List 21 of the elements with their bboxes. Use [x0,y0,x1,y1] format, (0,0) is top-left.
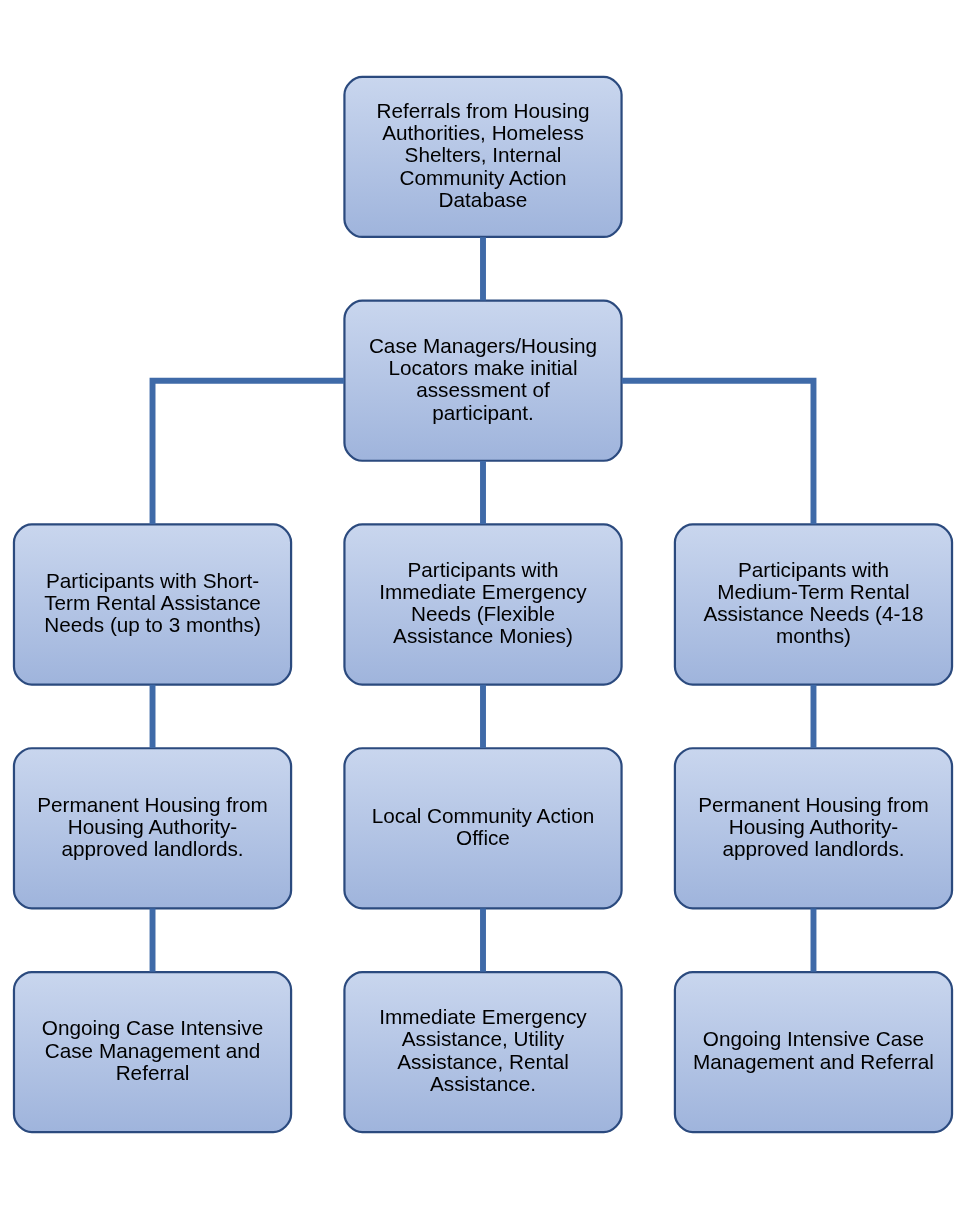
connector [149,377,345,525]
connector [149,908,156,972]
connector [810,908,817,972]
node-box: Permanent Housing from Housing Authority-approved landlords. [673,747,954,910]
node-box: Permanent Housing from Housing Authority-approved landlords. [12,747,293,910]
node-box: Immediate Emergency Assistance, Utility Assistance, Rental Assistance. [343,970,623,1134]
node-box: Participants with Immediate Emergency Needs (Flexible Assistance Monies) [343,523,623,686]
node-box: Ongoing Intensive Case Management and Referral [673,970,954,1134]
node-box: Participants with Medium-Term Rental Assistance Needs (4-18 months) [673,523,954,686]
connector [480,237,486,301]
node-box: Case Managers/Housing Locators make initial assessment of participant. [343,299,623,462]
node-box: Ongoing Case Intensive Case Management and Referral [12,970,293,1134]
connector [149,684,156,748]
node-box: Local Community Action Office [343,747,623,910]
connector [621,377,817,525]
connector [480,684,486,748]
node-box: Participants with Short-Term Rental Assistance Needs (up to 3 months) [12,523,293,686]
connector [480,460,486,525]
connector [480,908,486,972]
node-box: Referrals from Housing Authorities, Homeless Shelters, Internal Community Action Database [343,75,623,239]
connector [810,684,817,748]
